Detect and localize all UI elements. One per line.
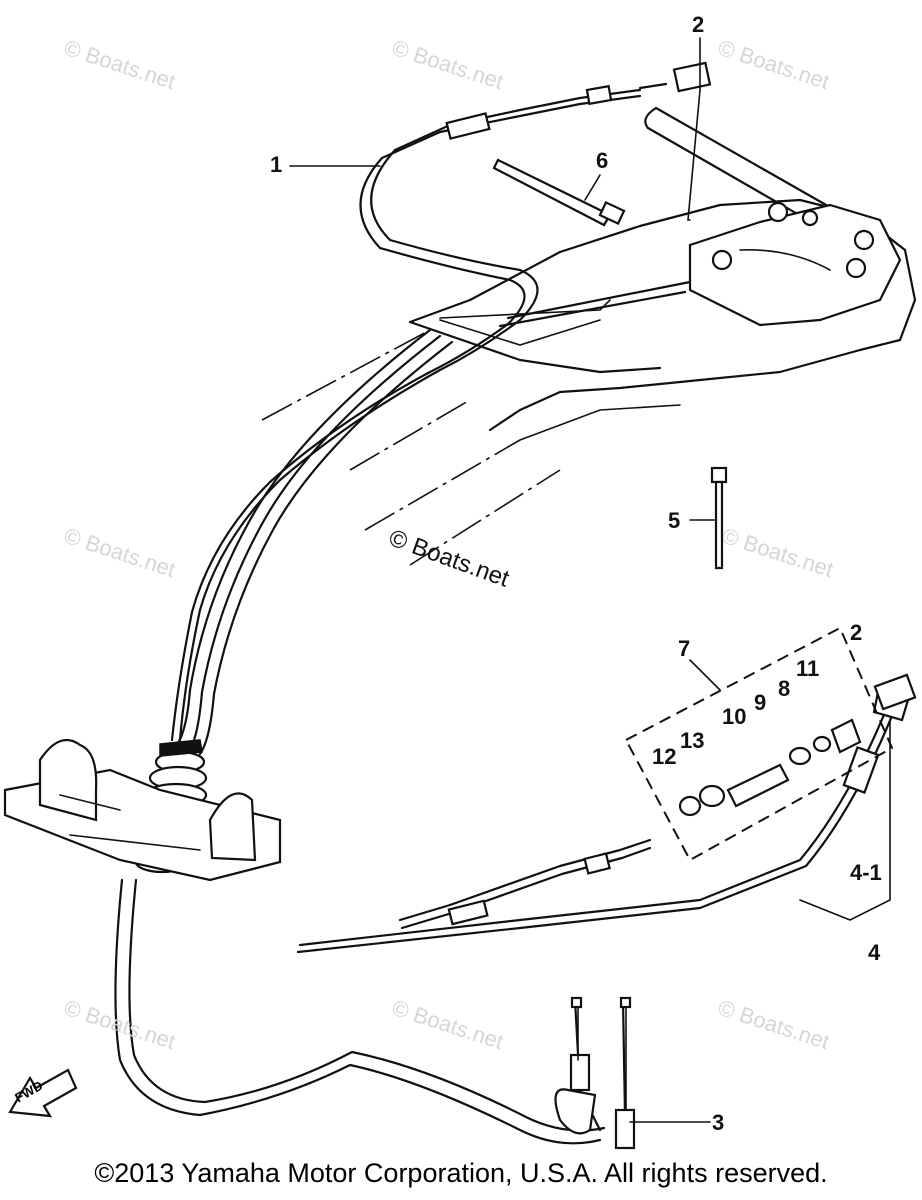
throttle-cable	[170, 82, 692, 742]
rod-assembly	[554, 996, 636, 1150]
callout-5: 5	[668, 508, 681, 533]
callout-11: 11	[796, 656, 820, 681]
steering-handlebar	[644, 106, 902, 327]
callout-2-kit: 2	[850, 620, 863, 645]
callout-10: 10	[722, 704, 747, 729]
callout-8: 8	[778, 676, 791, 701]
callout-7: 7	[678, 636, 691, 661]
cable-bundle	[114, 328, 606, 1145]
callout-9: 9	[754, 690, 767, 715]
cable-tie-5	[710, 466, 728, 570]
callout-3: 3	[712, 1110, 725, 1135]
callout-2-top: 2	[692, 12, 705, 37]
cable-tie-6	[492, 158, 626, 227]
hull-outline	[261, 198, 917, 566]
callout-13: 13	[680, 728, 705, 753]
fwd-arrow-icon	[8, 1068, 78, 1118]
kit-box	[624, 626, 917, 862]
leader-lines	[289, 37, 891, 1123]
callout-4: 4	[868, 940, 881, 965]
front-bracket	[3, 738, 282, 882]
callout-4-1: 4-1	[850, 860, 882, 885]
callout-6: 6	[596, 148, 609, 173]
joint-2-top	[672, 61, 712, 93]
copyright-notice: ©2013 Yamaha Motor Corporation, U.S.A. A…	[94, 1158, 828, 1188]
callout-1: 1	[270, 152, 283, 177]
shift-cable	[296, 690, 910, 954]
callout-12: 12	[652, 744, 677, 769]
